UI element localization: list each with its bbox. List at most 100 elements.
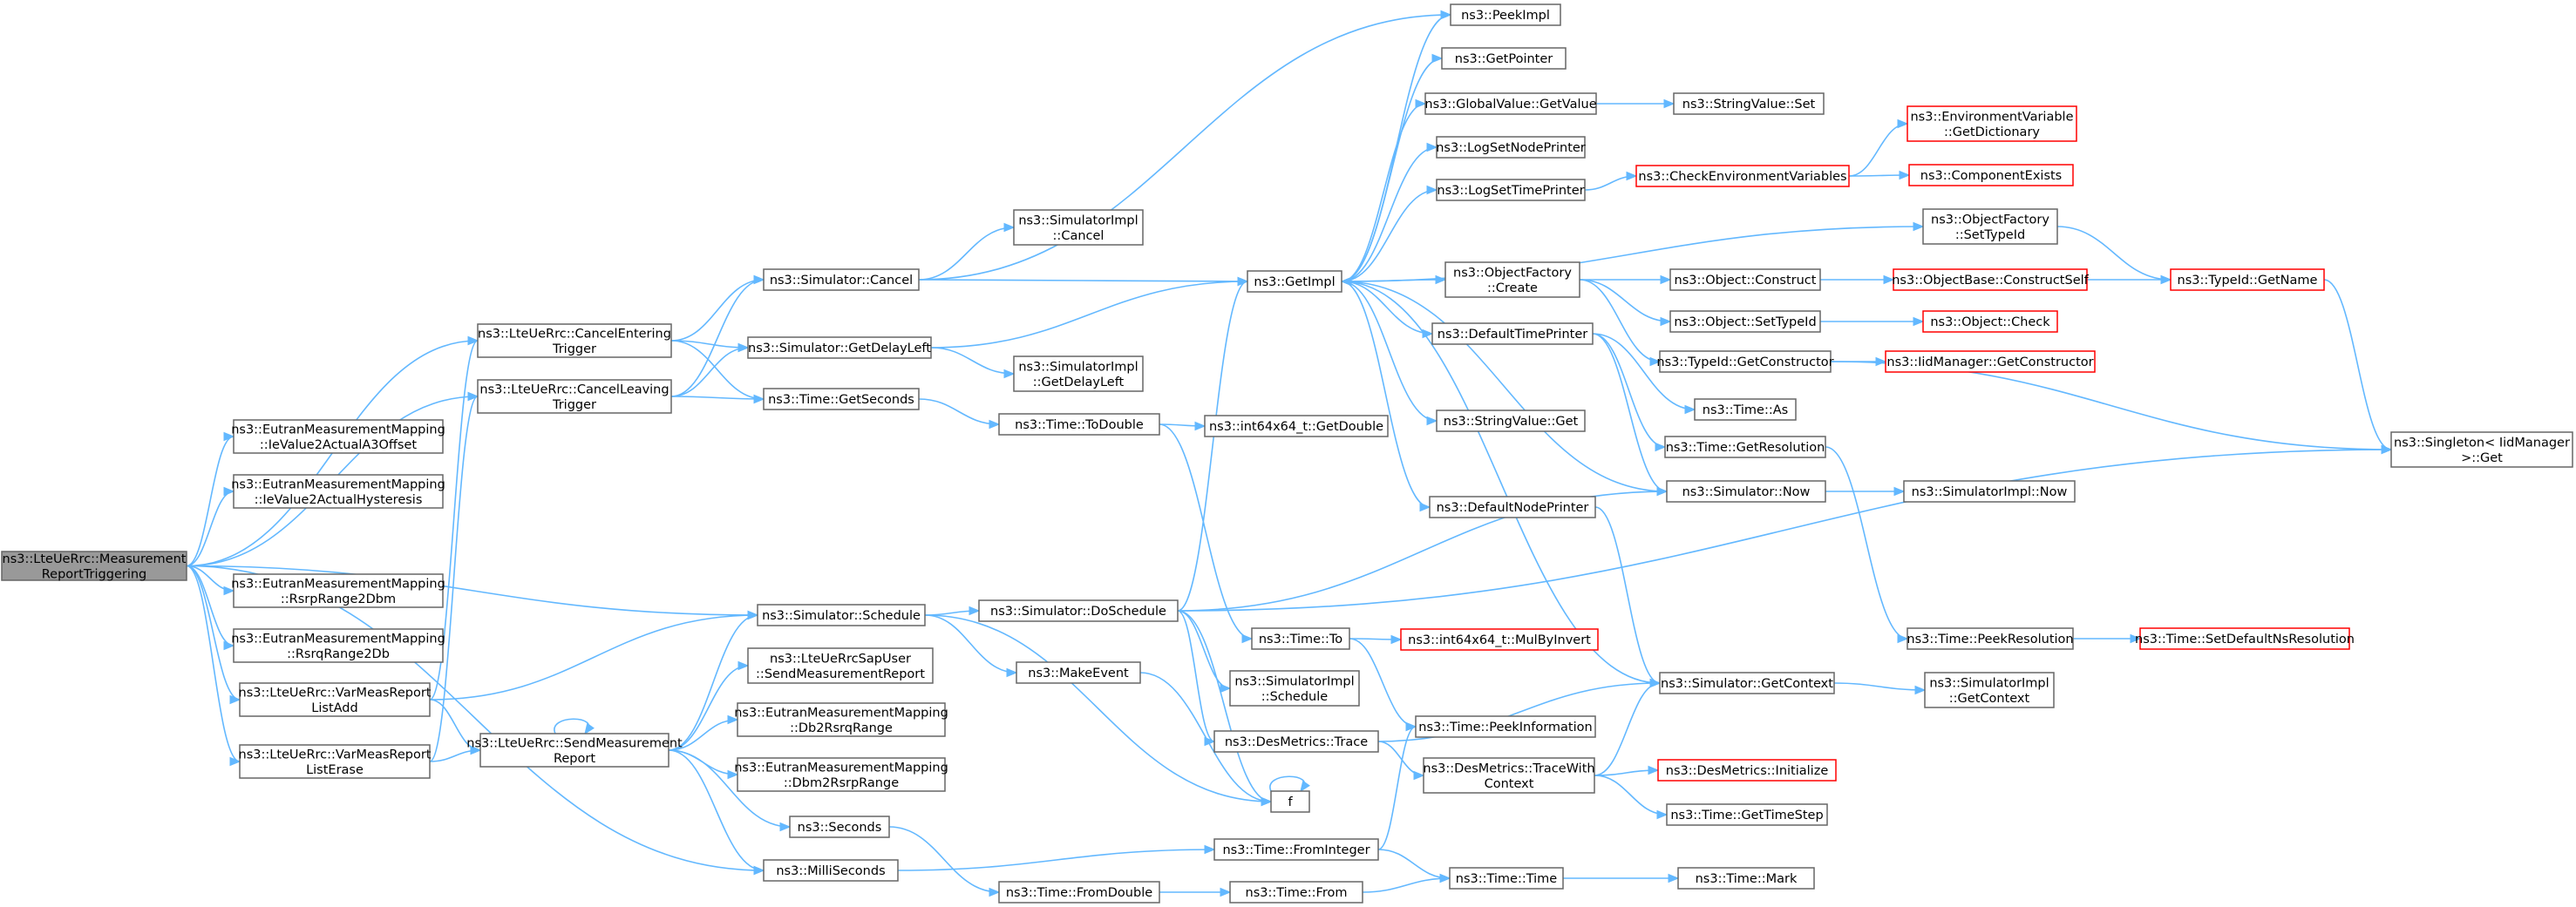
node-ns3-time-getresolution[interactable]: ns3::Time::GetResolution <box>1664 436 1826 458</box>
node-ns3-simulator-now[interactable]: ns3::Simulator::Now <box>1666 480 1826 503</box>
node-ns3-time-frominteger[interactable]: ns3::Time::FromInteger <box>1213 838 1379 861</box>
node-ns3-time-getseconds[interactable]: ns3::Time::GetSeconds <box>763 388 920 410</box>
node-ns3-simulatorimpl-now[interactable]: ns3::SimulatorImpl::Now <box>1903 480 2076 503</box>
node-ns3-checkenvironmentvariables[interactable]: ns3::CheckEnvironmentVariables <box>1635 165 1850 187</box>
node-label: ns3::Time::PeekInformation <box>1418 721 1592 734</box>
node-ns3-environmentvariable-getdictionary[interactable]: ns3::EnvironmentVariable::GetDictionary <box>1907 105 2077 142</box>
node-ns3-time-as[interactable]: ns3::Time::As <box>1694 398 1797 421</box>
node-label: ns3::IidManager::GetConstructor <box>1886 355 2093 369</box>
edge-arrowhead <box>1261 796 1273 807</box>
node-box <box>1247 270 1342 293</box>
node-ns3-eutranmeasurementmapping-ievalue2actuala3offset[interactable]: ns3::EutranMeasurementMapping::IeValue2A… <box>231 419 445 454</box>
node-ns3-simulator-cancel[interactable]: ns3::Simulator::Cancel <box>763 268 920 291</box>
node-label: ::IeValue2ActualHysteresis <box>255 493 423 507</box>
node-ns3-lteuerrc-sendmeasurementreport[interactable]: ns3::LteUeRrc::SendMeasurementReport <box>466 733 683 768</box>
node-ns3-simulator-doschedule[interactable]: ns3::Simulator::DoSchedule <box>978 599 1179 622</box>
node-ns3-stringvalue-set[interactable]: ns3::StringValue::Set <box>1673 92 1825 115</box>
node-box <box>1907 627 2074 650</box>
node-ns3-time-todouble[interactable]: ns3::Time::ToDouble <box>998 413 1160 436</box>
node-label: ns3::DesMetrics::TraceWith <box>1423 761 1594 775</box>
node-ns3-simulatorimpl-getcontext[interactable]: ns3::SimulatorImpl::GetContext <box>1924 672 2055 708</box>
node-ns3-objectfactory-settypeid[interactable]: ns3::ObjectFactory::SetTypeId <box>1922 208 2058 245</box>
node-ns3-desmetrics-trace[interactable]: ns3::DesMetrics::Trace <box>1213 730 1379 753</box>
node-ns3-time-from[interactable]: ns3::Time::From <box>1229 881 1363 904</box>
node-box <box>763 268 920 291</box>
node-ns3-getpointer[interactable]: ns3::GetPointer <box>1441 47 1567 70</box>
node-ns3-logsettimeprinter[interactable]: ns3::LogSetTimePrinter <box>1436 179 1586 201</box>
node-box <box>239 744 431 779</box>
node-box <box>1251 627 1350 650</box>
node-box <box>998 413 1160 436</box>
node-ns3-time-setdefaultnsresolution[interactable]: ns3::Time::SetDefaultNsResolution <box>2135 627 2355 650</box>
node-ns3-objectbase-constructself[interactable]: ns3::ObjectBase::ConstructSelf <box>1892 268 2090 291</box>
edge-line <box>186 565 241 762</box>
edge-line <box>1341 189 1438 282</box>
node-ns3-simulatorimpl-cancel[interactable]: ns3::SimulatorImpl::Cancel <box>1013 209 1144 246</box>
node-ns3-defaulttimeprinter[interactable]: ns3::DefaultTimePrinter <box>1431 322 1594 345</box>
node-ns3-getimpl[interactable]: ns3::GetImpl <box>1247 270 1342 293</box>
node-ns3-milliseconds[interactable]: ns3::MilliSeconds <box>763 859 899 882</box>
edge-schedule-to-makeEvent <box>924 614 1018 678</box>
node-ns3-singleton-iidmanager-get[interactable]: ns3::Singleton< IidManager>::Get <box>2390 431 2573 468</box>
node-ns3-time-time[interactable]: ns3::Time::Time <box>1449 867 1564 890</box>
node-label: ns3::Simulator::DoSchedule <box>990 605 1166 619</box>
node-ns3-defaultnodeprinter[interactable]: ns3::DefaultNodePrinter <box>1429 496 1596 518</box>
node-ns3-lteuerrc-measurementreporttriggering[interactable]: ns3::LteUeRrc::MeasurementReportTriggeri… <box>1 551 187 581</box>
node-ns3-time-fromdouble[interactable]: ns3::Time::FromDouble <box>998 881 1160 904</box>
node-ns3-time-peekinformation[interactable]: ns3::Time::PeekInformation <box>1415 715 1596 738</box>
node-ns3-logsetnodeprinter[interactable]: ns3::LogSetNodePrinter <box>1436 136 1586 159</box>
node-ns3-object-construct[interactable]: ns3::Object::Construct <box>1669 268 1821 291</box>
node-ns3-makeevent[interactable]: ns3::MakeEvent <box>1016 661 1141 684</box>
node-ns3-eutranmeasurementmapping-rsrqrange2db[interactable]: ns3::EutranMeasurementMapping::RsrqRange… <box>231 628 445 663</box>
node-ns3-int64x64-t-getdouble[interactable]: ns3::int64x64_t::GetDouble <box>1204 415 1389 437</box>
node-box <box>1444 261 1580 298</box>
node-ns3-seconds[interactable]: ns3::Seconds <box>789 816 890 838</box>
edge-tidGetCtor-to-singleton <box>1830 361 2393 455</box>
edge-line <box>1592 333 1696 410</box>
node-ns3-typeid-getconstructor[interactable]: ns3::TypeId::GetConstructor <box>1656 350 1834 373</box>
node-ns3-time-to[interactable]: ns3::Time::To <box>1251 627 1350 650</box>
node-f[interactable]: f <box>1270 790 1310 813</box>
node-ns3-eutranmeasurementmapping-dbm2rsrprange[interactable]: ns3::EutranMeasurementMapping::Dbm2RsrpR… <box>734 757 948 792</box>
node-ns3-simulator-schedule[interactable]: ns3::Simulator::Schedule <box>757 604 926 626</box>
node-box <box>1903 480 2076 503</box>
node-ns3-objectfactory-create[interactable]: ns3::ObjectFactory::Create <box>1444 261 1580 298</box>
node-ns3-simulator-getdelayleft[interactable]: ns3::Simulator::GetDelayLeft <box>747 336 932 359</box>
edge-arrowhead <box>1626 171 1638 181</box>
edge-line <box>1341 281 1433 335</box>
node-ns3-simulator-getcontext[interactable]: ns3::Simulator::GetContext <box>1659 672 1835 694</box>
node-box <box>1424 92 1597 115</box>
edge-timeTo-to-mulInv <box>1349 634 1403 645</box>
edge-getImpl-to-getPointer <box>1341 53 1444 282</box>
node-label: ns3::Simulator::GetContext <box>1661 677 1833 691</box>
node-ns3-eutranmeasurementmapping-rsrprange2dbm[interactable]: ns3::EutranMeasurementMapping::RsrpRange… <box>231 573 445 608</box>
node-ns3-time-mark[interactable]: ns3::Time::Mark <box>1677 867 1815 890</box>
node-ns3-time-peekresolution[interactable]: ns3::Time::PeekResolution <box>1907 627 2074 650</box>
node-ns3-simulatorimpl-schedule[interactable]: ns3::SimulatorImpl::Schedule <box>1229 670 1360 707</box>
edge-arrowhead <box>1655 442 1667 452</box>
node-ns3-globalvalue-getvalue[interactable]: ns3::GlobalValue::GetValue <box>1424 92 1597 115</box>
node-ns3-object-check[interactable]: ns3::Object::Check <box>1922 310 2058 333</box>
node-ns3-lteuerrcsapuser-sendmeasurementreport[interactable]: ns3::LteUeRrcSapUser::SendMeasurementRep… <box>747 647 934 684</box>
node-ns3-stringvalue-get[interactable]: ns3::StringValue::Get <box>1436 410 1586 432</box>
node-ns3-peekimpl[interactable]: ns3::PeekImpl <box>1450 3 1561 26</box>
node-ns3-time-gettimestep[interactable]: ns3::Time::GetTimeStep <box>1666 803 1828 826</box>
node-ns3-iidmanager-getconstructor[interactable]: ns3::IidManager::GetConstructor <box>1885 350 2096 373</box>
node-ns3-eutranmeasurementmapping-db2rsrqrange[interactable]: ns3::EutranMeasurementMapping::Db2RsrqRa… <box>734 702 948 737</box>
node-ns3-typeid-getname[interactable]: ns3::TypeId::GetName <box>2170 268 2325 291</box>
node-ns3-simulatorimpl-getdelayleft[interactable]: ns3::SimulatorImpl::GetDelayLeft <box>1013 355 1144 392</box>
node-box <box>233 419 444 454</box>
node-box <box>233 474 444 509</box>
node-box <box>1659 350 1832 373</box>
node-ns3-componentexists[interactable]: ns3::ComponentExists <box>1908 164 2074 186</box>
edge-arrowhead <box>1405 721 1417 732</box>
node-ns3-eutranmeasurementmapping-ievalue2actualhysteresis[interactable]: ns3::EutranMeasurementMapping::IeValue2A… <box>231 474 445 509</box>
node-ns3-object-settypeid[interactable]: ns3::Object::SetTypeId <box>1669 310 1821 333</box>
node-ns3-desmetrics-initialize[interactable]: ns3::DesMetrics::Initialize <box>1657 759 1837 782</box>
node-ns3-int64x64-t-mulbyinvert[interactable]: ns3::int64x64_t::MulByInvert <box>1400 628 1599 651</box>
